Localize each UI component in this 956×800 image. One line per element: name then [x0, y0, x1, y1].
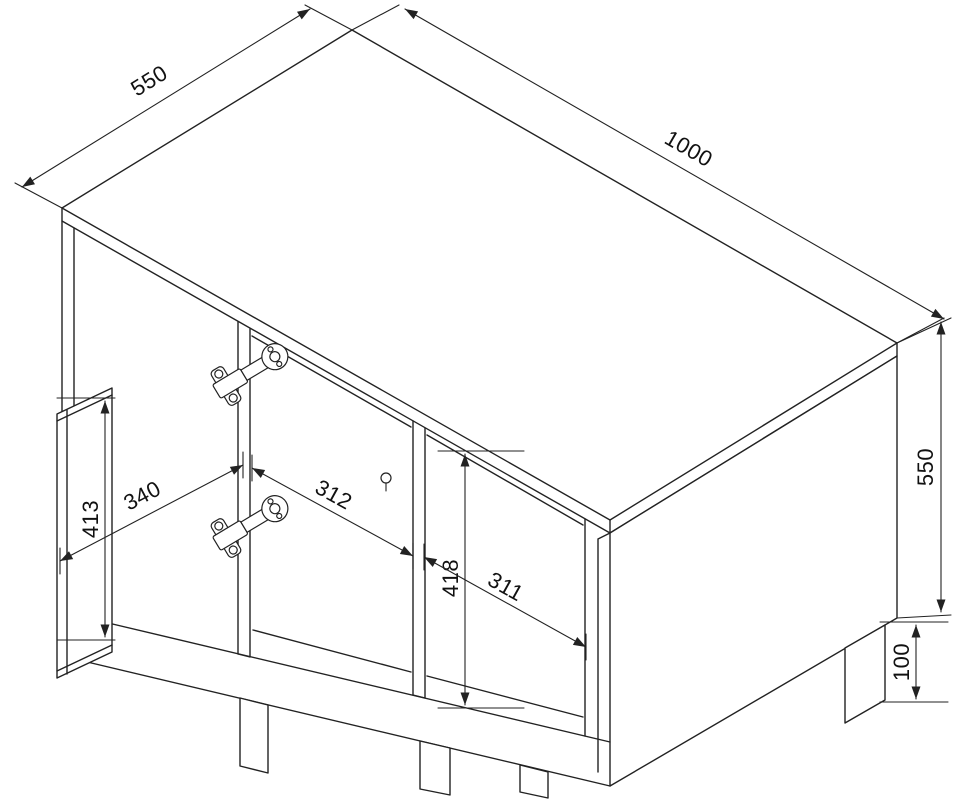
- dimension-depth-line: [21, 8, 311, 188]
- center-divider-edges: [412, 420, 426, 699]
- dimension-depth-extension-lines: [14, 4, 353, 209]
- top-hinge-icon: [205, 332, 297, 410]
- dimension-leg-height-extension-lines: [879, 621, 949, 703]
- dimension-leg-height: 100: [879, 621, 949, 703]
- dim-left-bay-label: 312: [311, 474, 357, 514]
- bottom-shelf-front-edge: [61, 611, 611, 743]
- cabinet-legs: [239, 624, 886, 799]
- dimension-interior-height-extension-lines: [437, 450, 525, 709]
- top-panel-front-thickness-edge: [61, 207, 611, 534]
- dim-depth-label: 550: [126, 60, 172, 101]
- front-center-leg: [419, 740, 451, 796]
- dim-door-height-label: 413: [78, 500, 103, 538]
- dim-height-label: 550: [913, 448, 938, 486]
- dim-leg-height-label: 100: [889, 643, 914, 681]
- right-bay-shelf-back-edge: [426, 675, 584, 718]
- dim-right-bay-label: 311: [484, 567, 528, 607]
- dimension-door-height-extension-lines: [56, 397, 116, 641]
- dimension-height: 550: [896, 317, 952, 619]
- bottom-front-edge: [61, 655, 611, 787]
- keyhole-icon: [380, 472, 392, 492]
- dimension-right-bay-line: [423, 556, 587, 648]
- dim-interior-height-label: 418: [438, 559, 463, 597]
- front-left-leg: [239, 697, 269, 774]
- front-right-leg: [519, 764, 549, 799]
- bottom-hinge-icon: [205, 484, 297, 562]
- dimension-left-bay-line: [251, 467, 414, 557]
- left-bay-shelf-back-edge: [252, 629, 412, 673]
- dim-width-label: 1000: [661, 125, 718, 172]
- dimension-door-width-line: [59, 464, 244, 562]
- dimension-width-line: [404, 8, 945, 320]
- right-bay-top-inner-edge: [426, 434, 584, 526]
- rear-right-leg: [844, 624, 886, 724]
- cabinet-carcass: [61, 29, 898, 787]
- right-panel-thickness-line: [597, 532, 611, 773]
